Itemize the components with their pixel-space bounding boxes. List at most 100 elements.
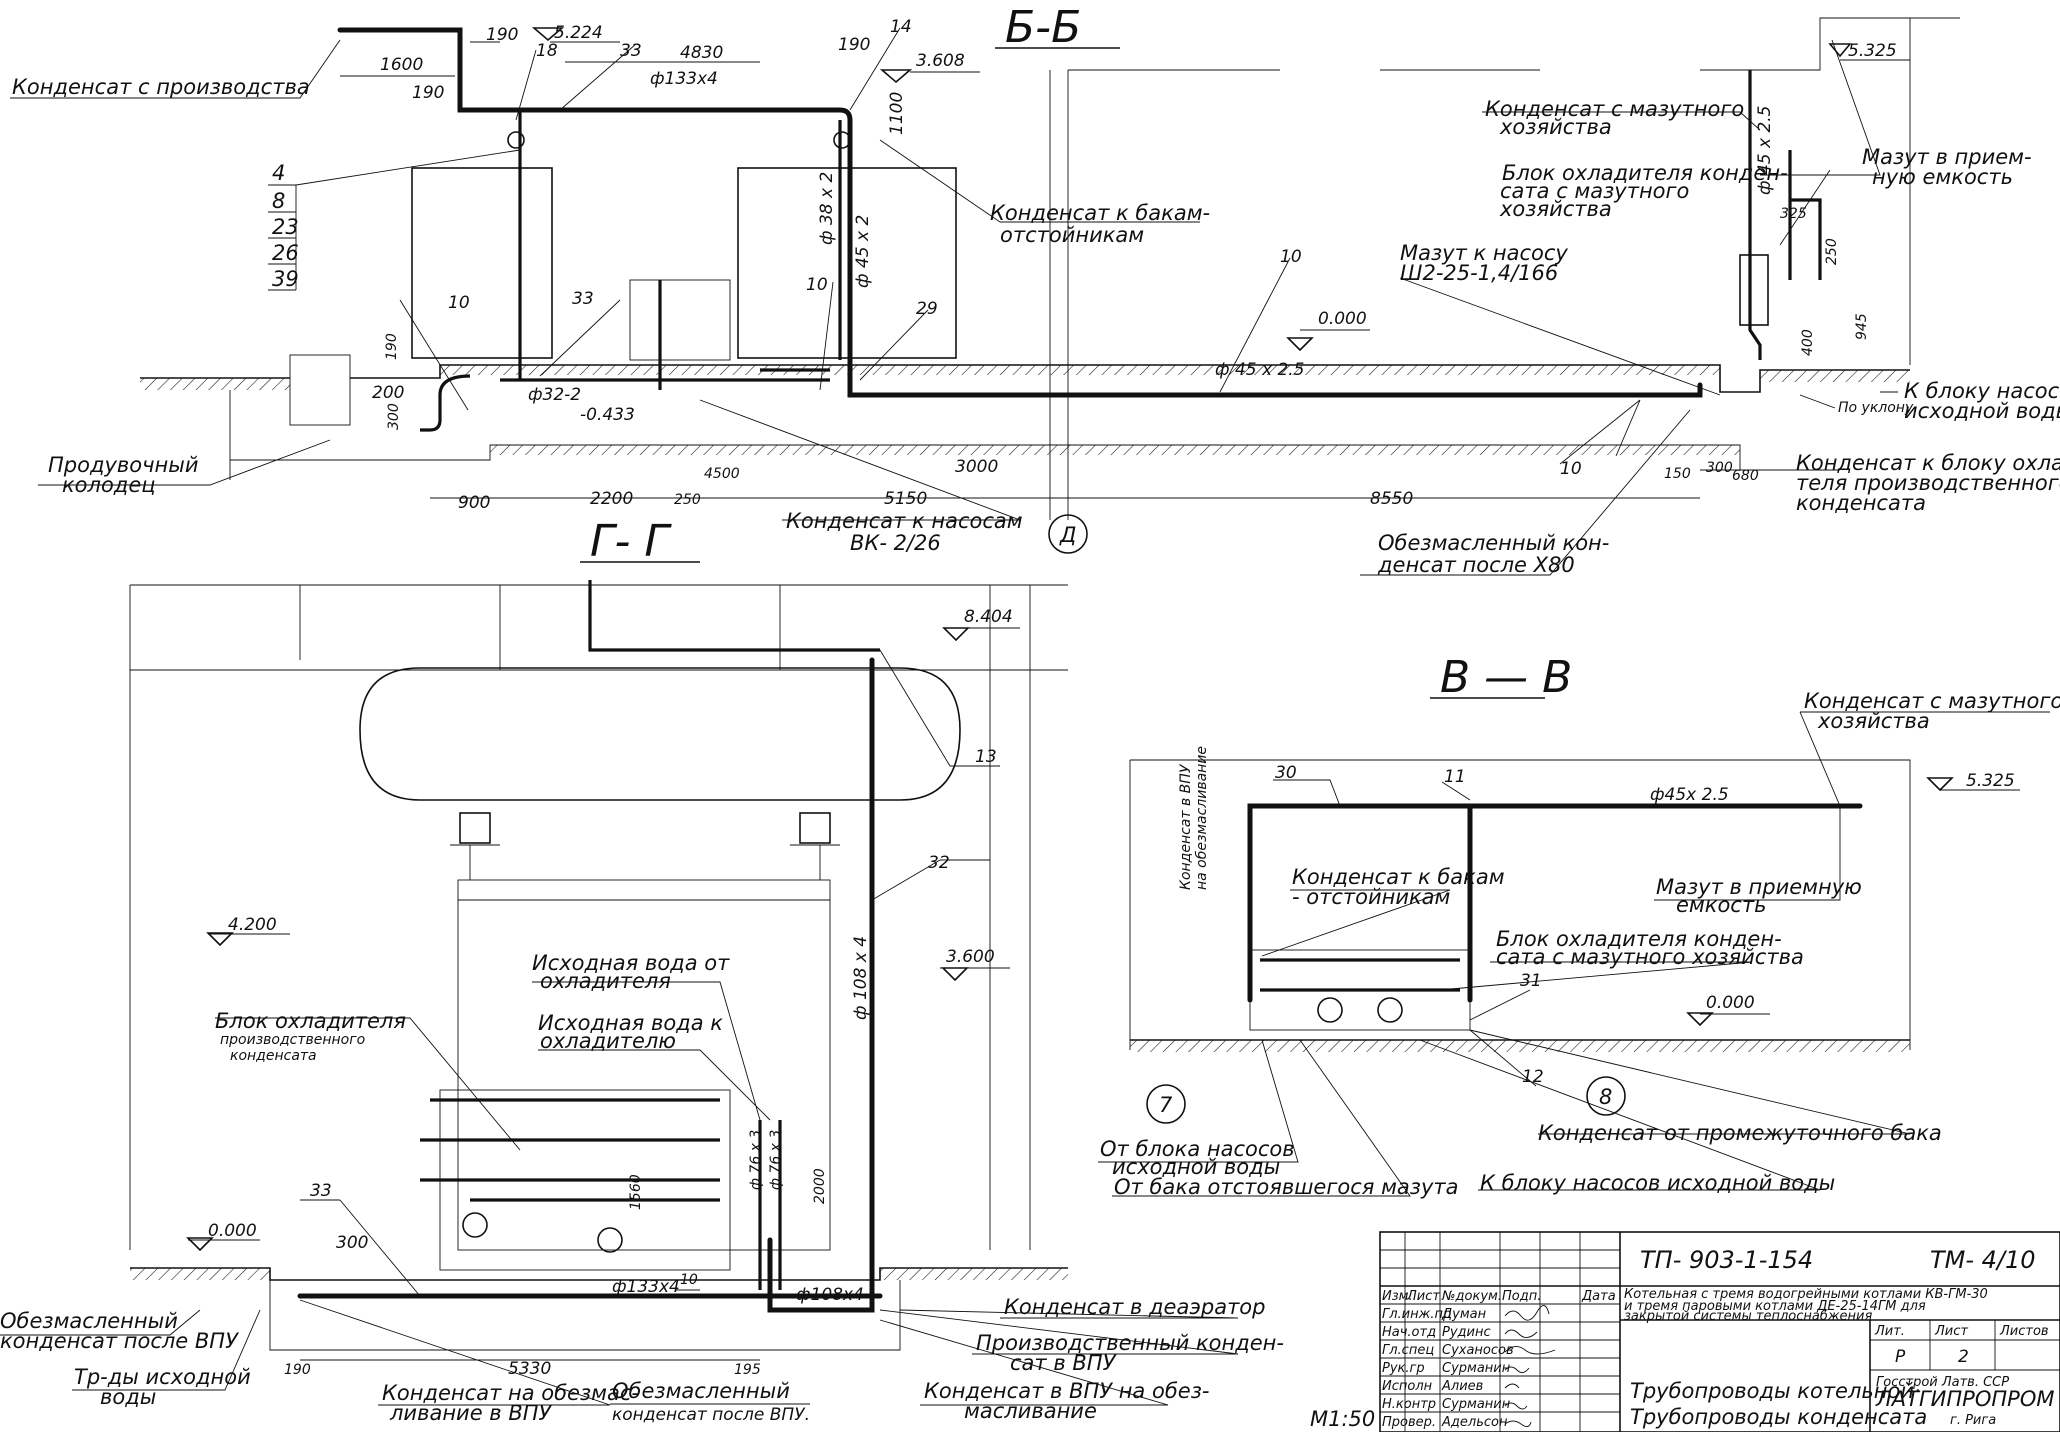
label-mazut-nasos-b: Ш2-25-1,4/166 [1400, 261, 1558, 285]
pipe-45x25-vv: ф45х 2.5 [1650, 785, 1729, 805]
elev-0000-b: 0.000 [208, 1221, 257, 1241]
tb-role-6: Провер. [1382, 1415, 1436, 1430]
tb-name-4: Алиев [1441, 1379, 1483, 1394]
label-mazut-priem-1b: ную емкость [1872, 165, 2013, 189]
elev-0000-c: 0.000 [1706, 993, 1755, 1013]
dim-190-c: 190 [838, 35, 870, 55]
dim-5150: 5150 [884, 489, 927, 509]
tb-stage-list: 2 [1958, 1347, 1969, 1367]
dim-190-e: 190 [284, 1362, 311, 1378]
cooler-block-2 [1739, 254, 1769, 326]
dim-680: 680 [1732, 468, 1759, 484]
label-blok-ohl-1a: Блок охладителя конден- [1502, 161, 1788, 185]
pos-33-a: 33 [620, 41, 642, 61]
label-trudy-a: Тр-ды исходной [74, 1365, 251, 1389]
label-kond-vpu-b: масливание [964, 1399, 1097, 1423]
dim-945: 945 [1854, 313, 1870, 340]
label-produv-a: Продувочный [48, 453, 199, 477]
dim-150: 150 [1664, 466, 1691, 482]
tb-title-2: Трубопроводы конденсата [1630, 1405, 1927, 1429]
pos-30: 30 [1275, 763, 1297, 783]
dim-200: 200 [372, 383, 404, 403]
label-blok-ohl-2b: сата с мазутного хозяйства [1496, 945, 1804, 969]
label-obezm-1b: денсат после Х80 [1377, 553, 1575, 577]
dim-300-c: 300 [336, 1233, 368, 1253]
label-mazut-nasos-a: Мазут к насосу [1400, 241, 1568, 265]
section-vv: В — В 5.325 0.000 ф45х 2.5 30 11 31 12 7… [1098, 652, 2060, 1199]
label-ish-ot-a: Исходная вода от [532, 951, 730, 975]
label-kond-k-bloku-a: Конденсат к блоку охлади- [1796, 451, 2060, 475]
tb-doc-code: ТП- 903-1-154 [1640, 1246, 1813, 1274]
pipe-32x2: ф32-2 [528, 385, 581, 405]
pos-10-a: 10 [1280, 247, 1302, 267]
tb-role-2: Гл.спец [1382, 1343, 1434, 1358]
tb-header-izm: Изм. [1382, 1289, 1413, 1304]
label-kond-bakam-1b: отстойникам [1000, 223, 1144, 247]
elev-0000-a: 0.000 [1318, 309, 1367, 329]
pos-12: 12 [1522, 1067, 1544, 1087]
label-obezm-2a: Обезмасленный [0, 1309, 178, 1333]
axis-8: 8 [1599, 1085, 1612, 1109]
pipe-45x25-h: ф 45 х 2.5 [1215, 360, 1304, 380]
tb-org-1: Госстрой Латв. ССР [1876, 1375, 2009, 1390]
tb-role-4: Исполн [1382, 1379, 1433, 1394]
tb-role-0: Гл.инж.пр [1382, 1307, 1451, 1322]
pipe-108x4-v: ф 108 х 4 [851, 936, 871, 1020]
label-kond-bakam-2b: - отстойникам [1292, 885, 1451, 909]
dim-2000: 2000 [812, 1168, 828, 1204]
tb-role-1: Нач.отд [1382, 1325, 1436, 1340]
tb-stage-lit: Р [1895, 1347, 1906, 1367]
dim-190-a: 190 [486, 25, 518, 45]
elev-5224: 5.224 [554, 23, 603, 43]
pipe-45x2: ф 45 х 2 [853, 215, 873, 288]
label-proizv-kond-b: сат в ВПУ [1010, 1351, 1117, 1375]
elev-5325-b: 5.325 [1966, 771, 2015, 791]
dim-4500: 4500 [704, 466, 740, 482]
pos-23: 23 [272, 215, 299, 239]
label-kond-obezmas-a: Конденсат на обезмас- [382, 1381, 639, 1405]
elev-4200: 4.200 [228, 915, 277, 935]
dim-3000: 3000 [955, 457, 998, 477]
pipe-45x25-r: ф 45 х 2.5 [1755, 106, 1775, 195]
tb-desc-2: и тремя паровыми котлами ДЕ-25-14ГМ для [1624, 1299, 1926, 1314]
label-obezm-2b: конденсат после ВПУ [0, 1329, 239, 1353]
label-ish-ot-b: охладителя [540, 969, 671, 993]
pos-39: 39 [272, 267, 299, 291]
tb-name-1: Рудинс [1442, 1325, 1491, 1340]
label-blok-proizv-a: Блок охладителя [215, 1009, 406, 1033]
label-blok-ohl-1b: сата с мазутного [1500, 179, 1689, 203]
label-kond-vpu-vert-b: на обезмасливание [1194, 746, 1210, 890]
label-kond-mazut-1b: хозяйства [1499, 115, 1612, 139]
label-mazut-priem-1a: Мазут в прием- [1862, 145, 2032, 169]
dim-190-d: 190 [384, 333, 400, 360]
label-kond-mazut-1a: Конденсат с мазутного [1485, 97, 1744, 121]
section-vv-title: В — В [1440, 652, 1572, 703]
tb-desc-3: закрытой системы теплоснабжения [1624, 1309, 1872, 1324]
tb-sheet-code: ТМ- 4/10 [1930, 1246, 2036, 1274]
elev-5325-a: 5.325 [1848, 41, 1897, 61]
tb-org-3: г. Рига [1950, 1413, 1996, 1428]
axis-7: 7 [1159, 1093, 1173, 1117]
pos-10-e: 10 [680, 1272, 698, 1288]
pipe-76x3-b: ф 76 х 3 [768, 1130, 784, 1190]
elev-8404: 8.404 [964, 607, 1013, 627]
label-produv-b: колодец [62, 473, 156, 497]
label-po-uklonu: По уклону [1838, 400, 1914, 416]
dim-250: 250 [1824, 238, 1840, 265]
tb-role-5: Н.контр [1382, 1397, 1436, 1412]
axis-bubble-d [1048, 514, 1088, 554]
label-proizv-kond-a: Производственный конден- [976, 1331, 1284, 1355]
cooler-block-1 [629, 279, 731, 361]
dim-5330: 5330 [508, 1359, 551, 1379]
tb-stage-listov-h: Листов [1999, 1324, 2049, 1339]
signatures [1504, 1305, 1556, 1427]
label-blok-ohl-1c: хозяйства [1499, 197, 1612, 221]
section-gg: Г- Г 8.404 4.200 3.600 0.000 [0, 516, 1284, 1425]
tb-name-0: Думан [1441, 1307, 1487, 1322]
label-kond-bakam-1a: Конденсат к бакам- [990, 201, 1210, 225]
section-gg-title: Г- Г [590, 516, 672, 567]
pos-8: 8 [272, 189, 285, 213]
pos-10-c: 10 [806, 275, 828, 295]
elev-3608: 3.608 [916, 51, 965, 71]
